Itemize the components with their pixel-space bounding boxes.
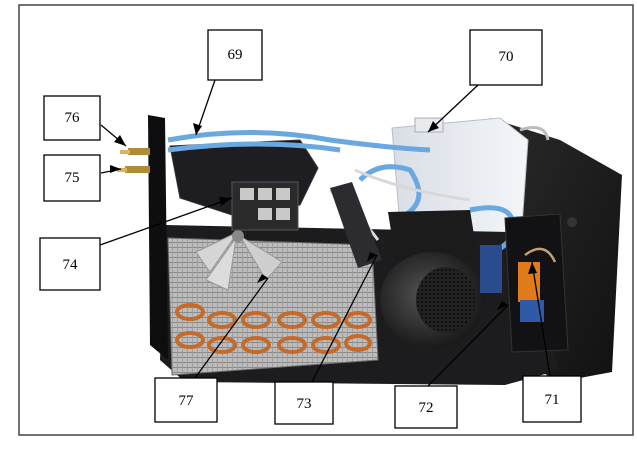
fan (195, 230, 283, 291)
callout-70: 70 (469, 29, 543, 86)
callout-75: 75 (43, 154, 101, 202)
callout-label: 69 (228, 47, 243, 63)
callout-76: 76 (43, 95, 101, 141)
callout-label: 71 (545, 392, 560, 408)
callout-label: 77 (179, 393, 195, 409)
callout-71: 71 (522, 375, 582, 423)
panel-screw (567, 217, 577, 227)
callout-label: 76 (65, 110, 81, 126)
power-wires (524, 247, 557, 263)
tank-handle (519, 126, 550, 141)
coolant-hoses (167, 130, 516, 255)
left-side-panel (148, 115, 168, 360)
relay (520, 300, 544, 322)
callout-label: 72 (419, 400, 434, 416)
callout-label: 74 (63, 257, 79, 273)
side-rail (330, 182, 382, 268)
callout-label: 70 (499, 49, 514, 65)
copper-coils (175, 303, 372, 354)
callout-74: 74 (39, 237, 101, 291)
terminal-screws (240, 188, 290, 220)
callout-72: 72 (394, 385, 458, 429)
cooling-unit-illustration (117, 115, 622, 385)
leader-lines (99, 79, 551, 387)
terminal-strip (518, 262, 540, 302)
callout-73: 73 (274, 381, 334, 425)
callout-label: 75 (65, 170, 80, 186)
motor-capacitor-box (388, 210, 478, 262)
callout-69: 69 (207, 29, 263, 81)
blue-filter (480, 245, 502, 293)
wire-bundle-2 (354, 168, 471, 202)
callout-label: 73 (297, 396, 312, 412)
arrowheads (110, 121, 537, 310)
callout-77: 77 (154, 377, 218, 423)
motor-fan-grill (416, 267, 476, 333)
brass-fittings (117, 148, 150, 173)
